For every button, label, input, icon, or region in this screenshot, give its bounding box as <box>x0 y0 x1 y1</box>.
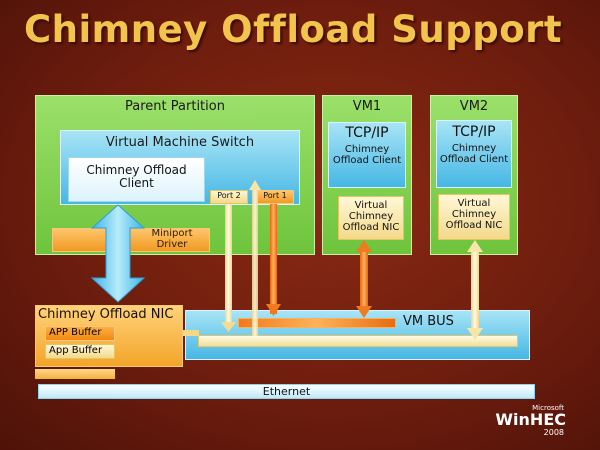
parent-chimney-client-label: Chimney Offload Client <box>86 163 187 191</box>
nic-vmbus-link <box>183 330 199 336</box>
app-buffer-1-label: APP Buffer <box>49 327 102 338</box>
app-buffer-2-label: App Buffer <box>49 345 103 356</box>
slide-title: Chimney Offload Support <box>24 8 563 51</box>
vm2-arrow-up <box>467 240 483 252</box>
ethernet-label: Ethernet <box>262 385 311 398</box>
port2-arrowhead <box>221 322 236 332</box>
vm1-nic-box: Virtual Chimney Offload NIC <box>338 196 404 240</box>
logo-year: 2008 <box>543 428 564 437</box>
vm1-line <box>360 250 368 312</box>
app-buffer-1: APP Buffer <box>45 326 115 341</box>
port1-line <box>270 204 277 314</box>
app-buffer-2: App Buffer <box>45 344 115 359</box>
miniport-label: Miniport Driver <box>151 228 193 251</box>
vm1-client-label: Chimney Offload Client <box>332 143 402 166</box>
vm2-label: VM2 <box>459 99 489 114</box>
vmbus-label: VM BUS <box>403 314 454 329</box>
vm2-line <box>471 250 479 332</box>
vm1-label: VM1 <box>352 99 382 114</box>
vmbus-yellow-riser-arrow <box>249 180 261 190</box>
vm2-tcpip-box: TCP/IP Chimney Offload Client <box>436 120 512 188</box>
port2-label: Port 2 <box>217 191 241 200</box>
vm1-tcpip-box: TCP/IP Chimney Offload Client <box>328 122 406 188</box>
vmbus-orange-rail <box>238 318 396 328</box>
vm2-tcpip-label: TCP/IP <box>452 124 496 140</box>
vm2-client-label: Chimney Offload Client <box>439 142 509 165</box>
vmbus-yellow-rail <box>198 335 518 347</box>
vm2-nic-label: Virtual Chimney Offload NIC <box>445 198 503 232</box>
vm2-arrow-down <box>467 328 483 340</box>
port1-label: Port 1 <box>263 191 287 200</box>
vm1-nic-label: Virtual Chimney Offload NIC <box>342 200 400 234</box>
parent-partition-label: Parent Partition <box>125 99 225 114</box>
vm-switch-label: Virtual Machine Switch <box>105 135 255 150</box>
logo-event: WinHEC <box>495 410 566 429</box>
vm1-tcpip-label: TCP/IP <box>345 125 389 141</box>
blue-double-arrow <box>90 204 146 303</box>
vm1-arrow-down <box>356 306 372 318</box>
port2-line <box>225 204 232 322</box>
logo-company: Microsoft <box>532 404 564 412</box>
nic-label: Chimney Offload NIC <box>38 307 174 322</box>
vm2-nic-box: Virtual Chimney Offload NIC <box>438 194 510 240</box>
nic-bottom-strip <box>35 369 115 379</box>
port1-arrowhead <box>266 304 281 316</box>
vm1-arrow-up <box>356 240 372 252</box>
vmbus-yellow-riser <box>252 186 258 336</box>
ethernet-bar: Ethernet <box>38 384 535 399</box>
parent-chimney-client-box: Chimney Offload Client <box>68 157 205 202</box>
port2-box: Port 2 <box>210 190 248 204</box>
